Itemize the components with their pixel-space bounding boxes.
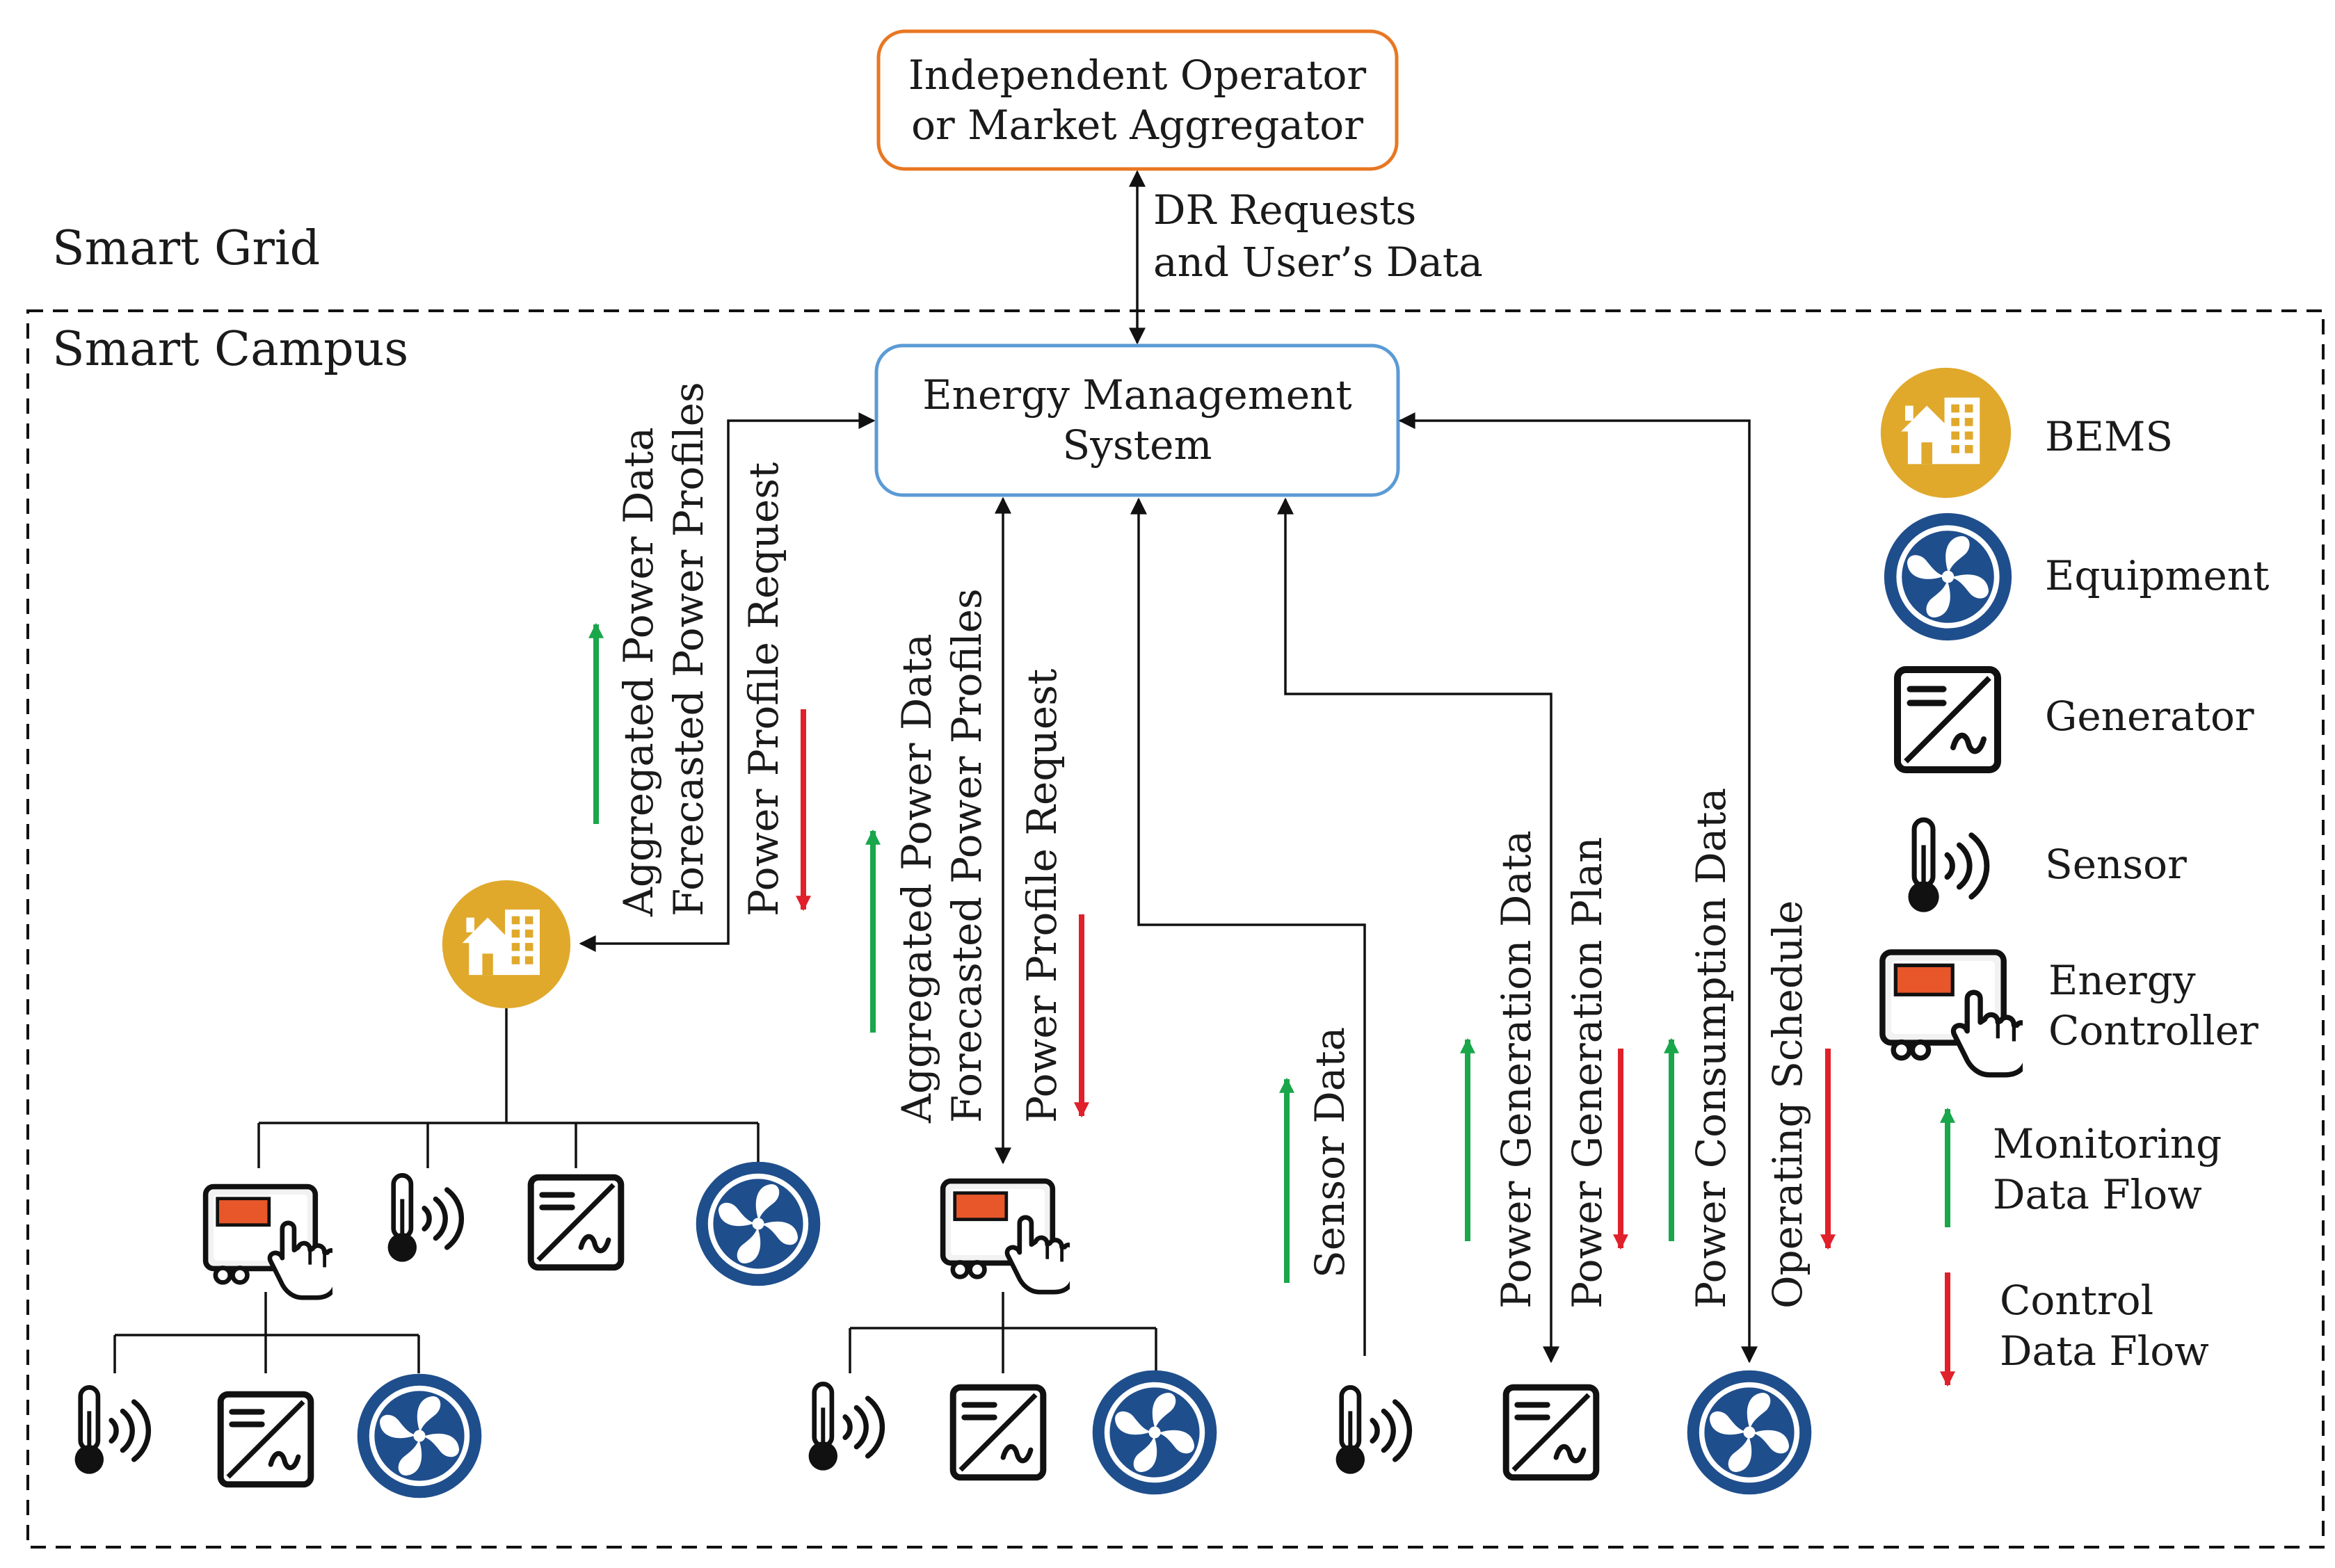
dr-label-line2: and User’s Data [1153,239,1483,286]
legend-controller-label-2: Controller [2048,1007,2258,1054]
legend-control-label-1: Control [2000,1277,2153,1324]
dr-label-line1: DR Requests [1153,186,1416,234]
legend-equipment-label: Equipment [2045,552,2269,599]
legend-monitoring-label-2: Data Flow [1993,1171,2202,1218]
equipment-icon [1093,1371,1217,1495]
generator-icon [220,1394,311,1485]
generation-plan-label: Power Generation Plan [1564,837,1611,1309]
legend-controller-label-1: Energy [2048,957,2196,1004]
generator-icon [531,1177,621,1268]
legend-generator-label: Generator [2045,693,2254,740]
energy-controller-icon [943,1181,1074,1293]
flow-arrows [588,622,1836,1283]
ems-label-line1: Energy Management [922,371,1351,419]
legend-sensor-label: Sensor [2045,841,2187,888]
flow-labels: Aggregated Power Data Forecasted Power P… [615,382,1811,1309]
sensor-icon [75,1387,149,1473]
consumption-data-label: Power Consumption Data [1687,788,1735,1309]
bems-tree-lines [113,1007,760,1373]
operator-node: Independent Operator or Market Aggregato… [876,29,1399,171]
legend-generator-icon [1897,670,1998,770]
operator-label-line2: or Market Aggregator [911,102,1363,149]
smart-grid-label: Smart Grid [52,221,320,276]
controller-tree-lines [849,1292,1157,1373]
bems-up-label-2: Forecasted Power Profiles [665,382,712,916]
sensor-icon [1336,1387,1410,1473]
ems-label-line2: System [1063,421,1212,469]
equipment-ems-link [1398,412,1758,1364]
legend-controller-icon [1882,952,2027,1074]
equipment-icon [358,1374,482,1498]
controller-up-label-1: Aggregated Power Data [893,633,940,1124]
generator-icon [1506,1387,1596,1478]
generation-data-label: Power Generation Data [1493,830,1540,1309]
operator-label-line1: Independent Operator [908,51,1367,99]
bems-icon [442,880,571,1009]
sensor-icon [388,1175,462,1261]
sensor-icon [809,1384,883,1470]
legend-equipment-icon [1884,513,2012,640]
legend-bems-label: BEMS [2045,413,2173,460]
legend: BEMS Equipment Generator Sensor Energy C… [1880,367,2269,1387]
sensor-data-label: Sensor Data [1306,1027,1354,1278]
equipment-icon [696,1162,821,1286]
energy-controller-icon [206,1187,337,1298]
bems-up-label-1: Aggregated Power Data [615,427,662,917]
bems-ems-link [579,412,876,952]
bems-down-label: Power Profile Request [740,462,787,916]
legend-monitoring-label-1: Monitoring [1993,1120,2222,1167]
smart-campus-boundary [26,309,2325,1549]
equipment-icon [1687,1371,1812,1495]
operating-schedule-label: Operating Schedule [1764,900,1811,1309]
controller-down-label: Power Profile Request [1018,669,1066,1123]
legend-bems-icon [1880,367,2012,499]
legend-sensor-icon [1908,820,1987,912]
smart-campus-label: Smart Campus [52,322,408,377]
generator-icon [953,1387,1043,1478]
controller-up-label-2: Forecasted Power Profiles [943,588,990,1123]
legend-control-label-2: Data Flow [2000,1327,2209,1375]
ems-node: Energy Management System [874,343,1400,497]
